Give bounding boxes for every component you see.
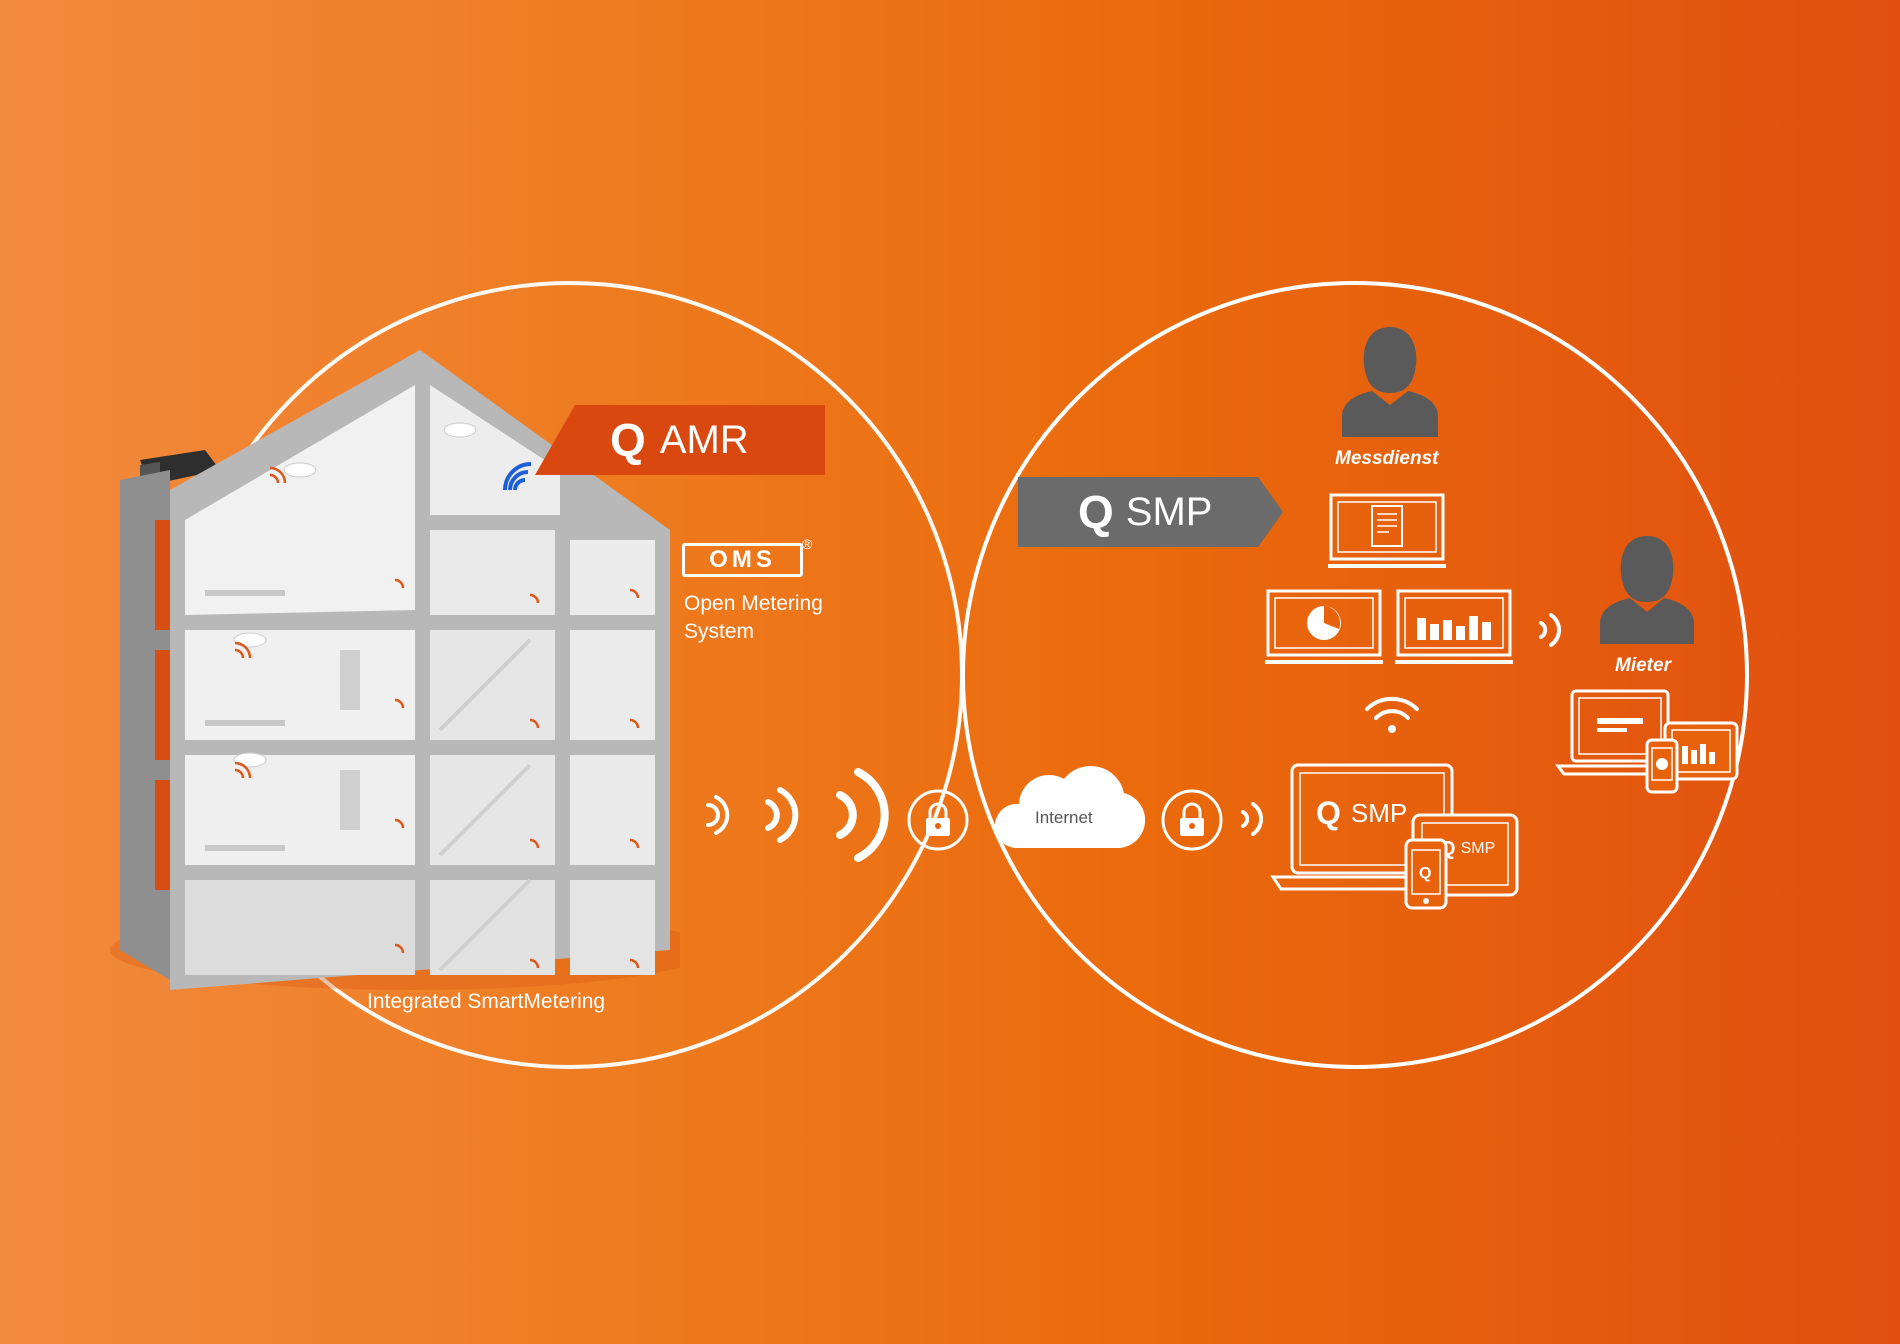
laptop-smp-logo: Q SMP — [1316, 793, 1407, 833]
tablet-smp-logo: Q SMP — [1440, 834, 1495, 864]
person-icon-mieter — [1600, 536, 1694, 644]
role-label-mieter: Mieter — [1615, 655, 1671, 676]
tablet-smp-label: SMP — [1460, 840, 1496, 857]
q-logo-icon: Q — [610, 414, 646, 466]
oms-logo: OMS — [682, 543, 803, 577]
wireless-signal-icon-3 — [1539, 613, 1561, 647]
role-label-messdienst: Messdienst — [1335, 448, 1439, 469]
smartphone-icon: Q — [1404, 838, 1448, 910]
integrated-smartmetering-caption: Integrated SmartMetering — [367, 990, 606, 1013]
laptop-smp-label: SMP — [1350, 797, 1408, 828]
q-logo-icon: Q — [1078, 486, 1114, 538]
oms-caption-line2: System — [684, 620, 755, 643]
invoice-monitor-icon — [1328, 493, 1446, 568]
oms-caption-line1: Open Metering — [684, 592, 823, 615]
amr-badge-label: AMR — [659, 417, 749, 462]
smp-badge: Q SMP — [1078, 482, 1212, 542]
wireless-signal-icon — [706, 768, 889, 862]
internet-label: Internet — [1035, 808, 1093, 827]
smp-badge-label: SMP — [1125, 489, 1213, 534]
smp-badge-shape — [1018, 477, 1283, 547]
pie-chart-monitor-icon — [1265, 589, 1383, 664]
person-icon-messdienst — [1342, 327, 1438, 437]
amr-badge: Q AMR — [610, 410, 749, 470]
bar-chart-monitor-icon — [1395, 589, 1513, 664]
cloud-icon — [994, 766, 1145, 848]
house-illustration — [110, 350, 680, 990]
lock-icon — [907, 789, 969, 851]
lock-icon-2 — [1161, 789, 1223, 851]
wireless-signal-icon-2 — [1241, 802, 1263, 836]
oms-logo-text: OMS — [709, 546, 776, 573]
q-logo-icon: Q — [1316, 794, 1341, 831]
svg-text:Q: Q — [1419, 865, 1431, 882]
right-circle — [961, 281, 1749, 1069]
wifi-icon — [1365, 696, 1419, 733]
mieter-phone-icon — [1645, 738, 1679, 794]
amr-badge-shape — [535, 405, 825, 475]
registered-mark-icon: ® — [802, 536, 813, 552]
